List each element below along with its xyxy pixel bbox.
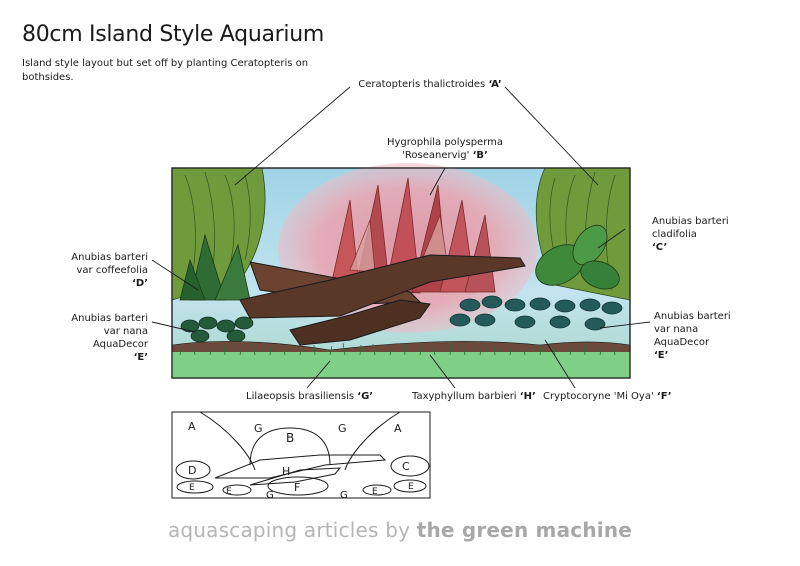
label-e-right-line2: var nana xyxy=(654,324,699,335)
lilaeopsis-carpet xyxy=(172,352,630,378)
plan-view-diagram xyxy=(171,411,431,499)
label-g-name: Lilaeopsis brasiliensis xyxy=(246,391,355,402)
label-e-right-line3: AquaDecor xyxy=(654,337,710,348)
label-e-left-line3: AquaDecor xyxy=(92,339,148,350)
label-c-line1: Anubias barteri xyxy=(652,216,729,227)
label-c-code: ‘C’ xyxy=(652,242,668,253)
label-b-line1: Hygrophila polysperma xyxy=(386,137,504,148)
anubias-nana-right xyxy=(449,295,623,331)
tank-front-view xyxy=(171,163,631,379)
label-taxyphyllum: Taxyphyllum barbieri ‘H’ xyxy=(412,390,536,403)
label-b-code: ‘B’ xyxy=(472,150,488,161)
label-h-code: ‘H’ xyxy=(519,391,536,402)
label-anubias-nana-right: Anubias barteri var nana AquaDecor ‘E’ xyxy=(654,310,774,362)
anubias-cladifolia xyxy=(535,224,620,290)
plan-letter-g-top-left: G xyxy=(254,422,263,435)
label-f-name: Cryptocoryne 'Mi Oya' xyxy=(543,391,654,402)
label-cryptocoryne: Cryptocoryne 'Mi Oya' ‘F’ xyxy=(543,390,672,403)
footer-prefix: aquascaping articles by xyxy=(167,518,411,542)
driftwood xyxy=(239,254,526,346)
page-subtitle: Island style layout but set off by plant… xyxy=(22,58,309,83)
label-anubias-cladifolia: Anubias barteri cladifolia ‘C’ xyxy=(652,215,772,254)
anubias-nana-left xyxy=(180,316,254,343)
label-lilaeopsis: Lilaeopsis brasiliensis ‘G’ xyxy=(246,390,373,403)
label-h-name: Taxyphyllum barbieri xyxy=(412,391,517,402)
plan-letter-h: H xyxy=(282,465,291,478)
plan-letter-g-bottom-left: G xyxy=(266,490,274,501)
label-e-right-line1: Anubias barteri xyxy=(654,311,731,322)
plan-letter-d: D xyxy=(188,464,197,477)
label-e-right-code: ‘E’ xyxy=(654,350,669,361)
plan-letter-c: C xyxy=(402,460,410,473)
label-a-code: ‘A’ xyxy=(488,79,502,90)
plan-letter-b: B xyxy=(286,431,295,445)
page-title: 80cm Island Style Aquarium xyxy=(22,22,324,47)
label-c-line2: cladifolia xyxy=(652,229,697,240)
label-hygrophila: Hygrophila polysperma 'Roseanervig' ‘B’ xyxy=(370,136,520,162)
anubias-coffeefolia xyxy=(179,233,251,301)
footer-credit: aquascaping articles by the green machin… xyxy=(0,518,800,542)
label-f-code: ‘F’ xyxy=(656,391,672,402)
plan-letter-g-bottom-right: G xyxy=(340,490,348,501)
foreground-grass xyxy=(179,342,616,356)
label-d-line2: var coffeefolia xyxy=(76,265,148,276)
plan-letter-e-left: E xyxy=(189,483,195,493)
footer-brand: the green machine xyxy=(416,518,633,542)
plan-letter-a-right: A xyxy=(394,422,402,435)
label-g-code: ‘G’ xyxy=(357,391,374,402)
label-anubias-nana-left: Anubias barteri var nana AquaDecor ‘E’ xyxy=(30,312,148,364)
plan-letter-e-mid-left: E xyxy=(226,487,232,497)
plan-letter-a-left: A xyxy=(188,420,196,433)
label-d-line1: Anubias barteri xyxy=(71,252,148,263)
label-anubias-coffeefolia: Anubias barteri var coffeefolia ‘D’ xyxy=(30,251,148,290)
plan-letter-e-mid-right: E xyxy=(372,487,378,497)
label-d-code: ‘D’ xyxy=(132,278,148,289)
leader-lines xyxy=(151,86,651,389)
label-a-name: Ceratopteris thalictroides xyxy=(358,79,486,90)
plan-letter-g-top-right: G xyxy=(338,422,347,435)
plan-letter-f: F xyxy=(294,481,301,494)
plan-letter-e-right: E xyxy=(408,482,414,492)
label-e-left-line1: Anubias barteri xyxy=(71,313,148,324)
label-e-left-code: ‘E’ xyxy=(133,352,148,363)
label-ceratopteris: Ceratopteris thalictroides ‘A’ xyxy=(320,78,540,91)
label-e-left-line2: var nana xyxy=(103,326,148,337)
label-b-line2: 'Roseanervig' xyxy=(402,150,470,161)
